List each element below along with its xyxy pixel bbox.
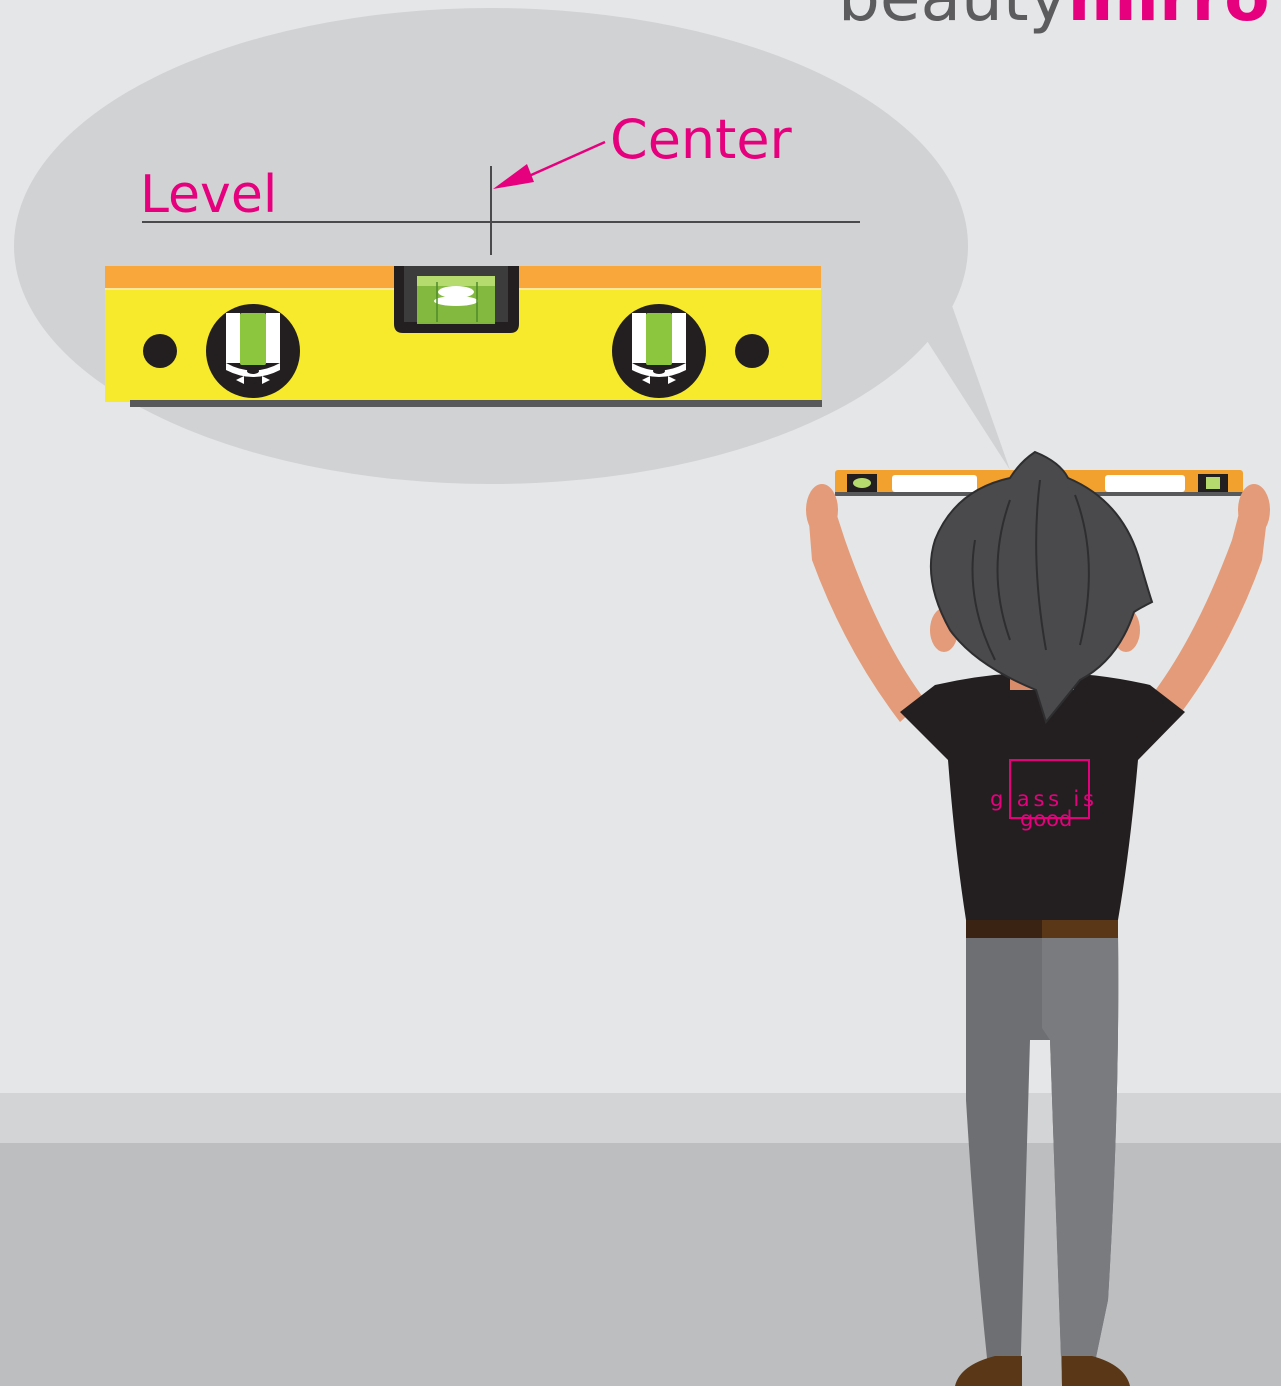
level-label: Level xyxy=(140,165,277,225)
spirit-level-icon xyxy=(105,266,822,407)
brand-bold: mirro xyxy=(1068,0,1270,36)
center-label: Center xyxy=(610,108,793,171)
brand-wordmark: beautymirro xyxy=(838,0,1270,36)
shirt-logo-line2: good xyxy=(1020,807,1072,831)
brand-light: beauty xyxy=(838,0,1068,36)
